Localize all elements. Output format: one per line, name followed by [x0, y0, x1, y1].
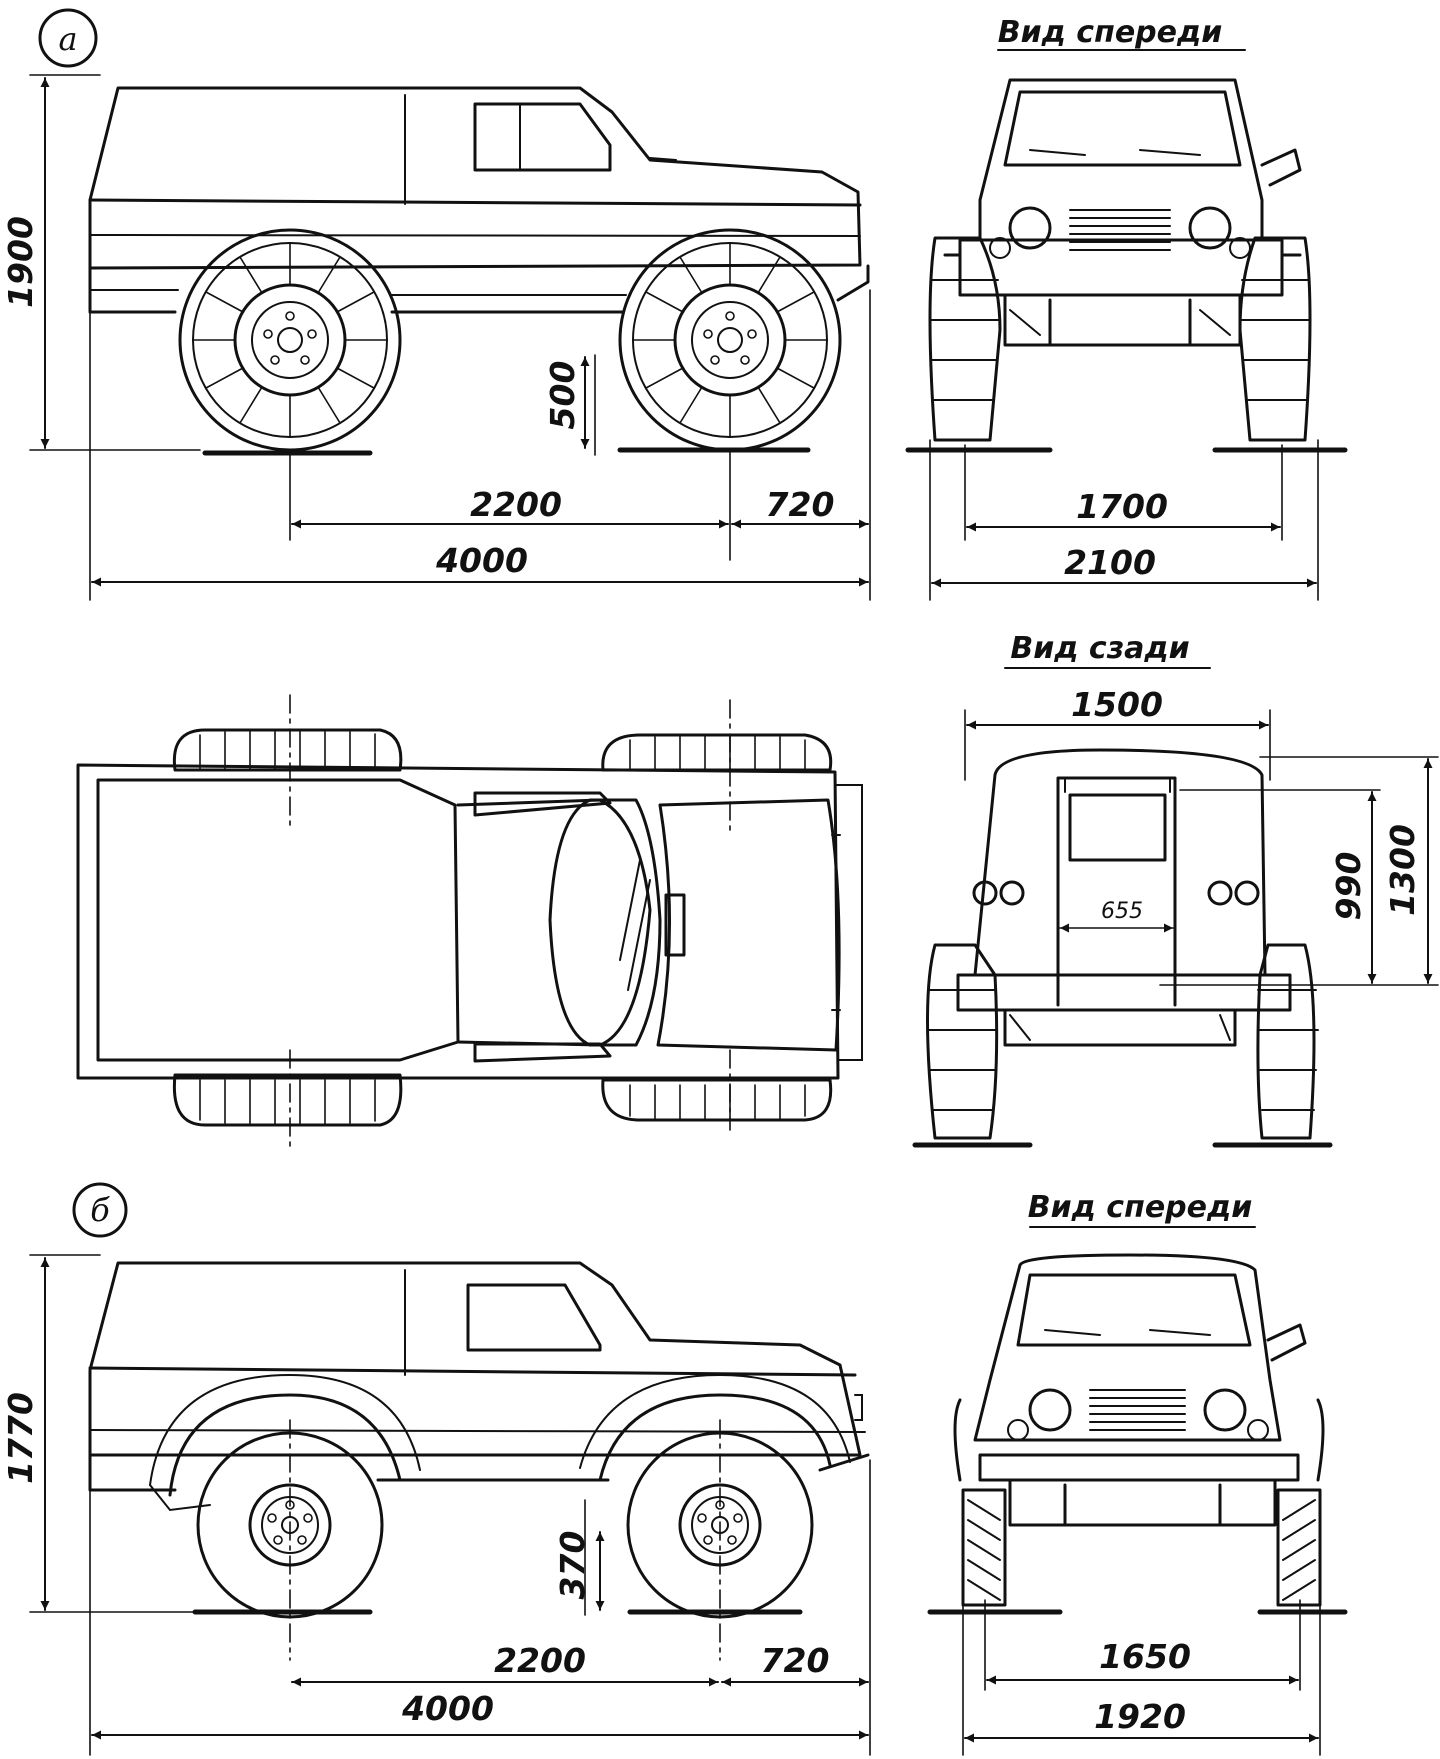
top-cab-roof — [456, 798, 652, 1047]
rear-bumper — [956, 973, 1292, 1012]
variant-b-front-track-label: 1650 — [1099, 1637, 1191, 1676]
variant-a-clearance-label: 500 — [543, 361, 582, 430]
top-cargo-bed — [96, 778, 460, 1062]
variant-b-marker: б — [90, 1191, 110, 1229]
rear-door-window — [1068, 793, 1167, 862]
variant-a-rear-width-label: 1500 — [1071, 685, 1163, 724]
variant-a-front-left-wheel — [928, 236, 1002, 442]
variant-b-front-title: Вид спереди — [1028, 1190, 1253, 1225]
variant-a-belt-line — [88, 198, 862, 207]
variant-b-front-cab — [973, 1253, 1282, 1442]
variant-a-rear-wheel — [618, 228, 842, 452]
variant-a-front-width-label: 2100 — [1064, 543, 1156, 582]
variant-b-front-left-tire — [961, 1488, 1007, 1607]
variant-b-length-label: 4000 — [401, 1689, 494, 1728]
variant-a-rear-title: Вид сзади — [1010, 631, 1189, 666]
variant-b-front-bumper — [978, 1453, 1300, 1482]
variant-a-rear-view: Вид сзади 1500 990 1300 655 — [912, 631, 1439, 1148]
top-hood — [656, 798, 841, 1052]
rear-body — [973, 748, 1267, 977]
rear-door — [1056, 776, 1177, 977]
variant-a-front-wheel — [178, 228, 402, 452]
top-mirror-upper — [473, 791, 612, 817]
top-right-wheel-upper — [601, 733, 833, 772]
variant-a-marker-circle — [38, 8, 98, 68]
variant-b-front-view: Вид спереди 1650 1920 — [927, 1190, 1348, 1756]
variant-b-side-view: б 1770 370 — [1, 1182, 871, 1756]
variant-a-front-bumper — [943, 238, 1302, 297]
top-right-wheel-lower — [601, 1078, 833, 1122]
variant-a-top-view — [76, 694, 863, 1151]
variant-a-wheelbase-label: 2200 — [470, 485, 562, 524]
variant-a-rear-overhang-label: 720 — [766, 485, 835, 524]
variant-b-front-width-label: 1920 — [1094, 1697, 1186, 1736]
variant-b-front-right-tire — [1276, 1488, 1322, 1607]
variant-a-front-track-label: 1700 — [1076, 487, 1168, 526]
variant-a-length-label: 4000 — [435, 541, 528, 580]
top-body-outline — [76, 763, 840, 1080]
variant-b-body — [88, 1261, 862, 1457]
variant-a-body — [88, 86, 862, 270]
variant-b-window — [466, 1283, 602, 1352]
variant-b-rear-arch — [598, 1393, 832, 1482]
variant-a-window — [473, 102, 612, 172]
variant-a-marker: а — [58, 20, 77, 58]
variant-a-height-label: 1900 — [1, 216, 40, 308]
variant-b-front-arch — [168, 1393, 402, 1497]
variant-a-front-right-wheel — [1238, 236, 1312, 442]
variant-a-door-width-label: 655 — [1101, 899, 1143, 924]
variant-b-clearance-label: 370 — [553, 1531, 592, 1600]
top-left-wheel-upper — [172, 728, 403, 772]
variant-a-side-view: а — [1, 8, 871, 601]
variant-a-front-view: Вид спереди 1700 2100 — [905, 15, 1348, 601]
variant-b-wheelbase-label: 2200 — [494, 1641, 586, 1680]
top-windshield — [548, 798, 662, 1047]
variant-a-front-title: Вид спереди — [998, 15, 1223, 50]
top-mirror-lower — [473, 1042, 612, 1063]
rear-right-wheel — [1256, 943, 1316, 1140]
variant-a-front-cab — [978, 78, 1264, 242]
top-left-wheel-lower — [172, 1073, 403, 1127]
variant-b-height-label: 1770 — [1, 1392, 40, 1484]
variant-b-marker-circle — [72, 1182, 128, 1238]
variant-b-rear-overhang-label: 720 — [761, 1641, 830, 1680]
variant-a-body-height-label: 1300 — [1383, 824, 1422, 916]
variant-b-front-windshield — [1016, 1273, 1252, 1347]
variant-a-door-height-label: 990 — [1329, 852, 1368, 921]
variant-a-front-windshield — [1003, 90, 1242, 167]
